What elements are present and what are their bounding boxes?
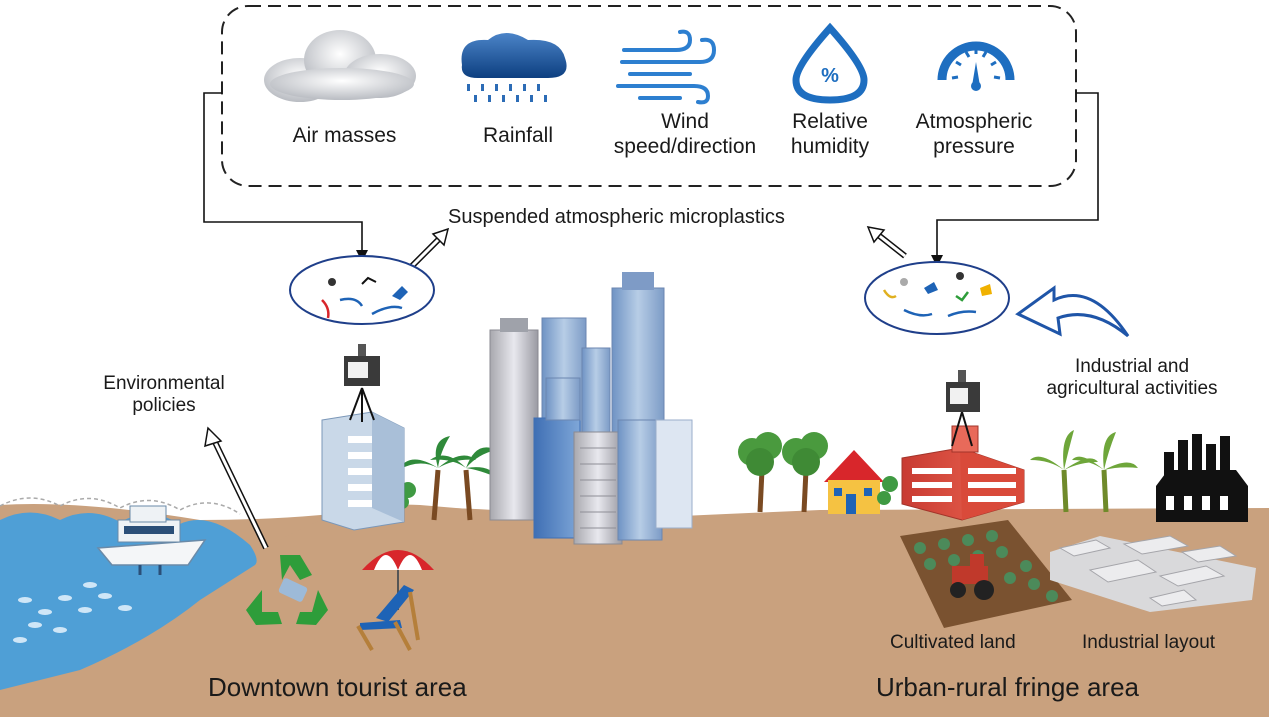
microplastic-sample-right (864, 261, 1010, 335)
policy-arrow (204, 426, 269, 550)
factor-box (221, 5, 1077, 187)
factor-label-wind-line2: speed/direction (613, 134, 757, 158)
factor-label-wind-line1: Wind (661, 110, 709, 133)
factor-label-rainfall: Rainfall (482, 124, 554, 147)
cultivated-land-label: Cultivated land (890, 632, 1016, 653)
activity-label-line1: Industrial and (1074, 356, 1190, 377)
beach-chair (356, 585, 420, 652)
fringe-area-label: Urban-rural fringe area (876, 672, 1140, 702)
policy-label: Environmental policies (80, 373, 248, 418)
factor-label-pressure-line2: pressure (933, 134, 1015, 158)
wind-icon (616, 29, 717, 105)
fruit-trees (738, 432, 828, 513)
humidity-drop-icon: % (792, 22, 868, 104)
cultivated-field (900, 520, 1072, 628)
hollow-arrow-up-left (408, 227, 450, 270)
activity-label-line2: agricultural activities (1046, 378, 1218, 400)
pressure-gauge-icon (937, 41, 1015, 91)
factor-label-humidity-line2: humidity (790, 134, 870, 158)
sampler-left (344, 344, 380, 422)
cloud-icon (264, 30, 416, 102)
curved-arrow-icon (1015, 285, 1130, 338)
factor-label-pressure: Atmospheric pressure (896, 110, 1052, 160)
microplastics-label: Suspended atmospheric microplastics (448, 206, 785, 228)
factor-label-humidity: Relative humidity (770, 110, 890, 160)
policy-label-line1: Environmental (103, 373, 225, 394)
downtown-area-label: Downtown tourist area (208, 672, 467, 702)
svg-text:%: % (821, 65, 839, 87)
activity-label: Industrial and agricultural activities (1014, 356, 1250, 401)
factor-label-air-masses: Air masses (292, 124, 397, 147)
factory-icon (1156, 434, 1248, 522)
tourist-building (321, 411, 405, 531)
industrial-layout-label: Industrial layout (1082, 632, 1216, 653)
hollow-arrow-up-right (866, 226, 907, 259)
policy-label-line2: policies (132, 395, 196, 417)
yacht (96, 505, 207, 575)
skyscrapers (489, 272, 693, 545)
factor-label-humidity-line1: Relative (792, 110, 868, 133)
beach-umbrella (362, 550, 434, 610)
tractor-icon (950, 554, 994, 600)
recycle-icon (246, 555, 328, 625)
factor-label-pressure-line1: Atmospheric (915, 110, 1033, 133)
red-building (901, 425, 1025, 521)
house (824, 450, 884, 514)
connector-lines (203, 92, 1099, 257)
sampler-right (946, 370, 980, 447)
microplastic-sample-left (289, 255, 435, 325)
factor-label-wind: Wind speed/direction (600, 110, 770, 160)
banana-plants (1030, 430, 1138, 513)
rain-cloud-icon (461, 33, 567, 102)
industrial-layout (1050, 535, 1256, 612)
